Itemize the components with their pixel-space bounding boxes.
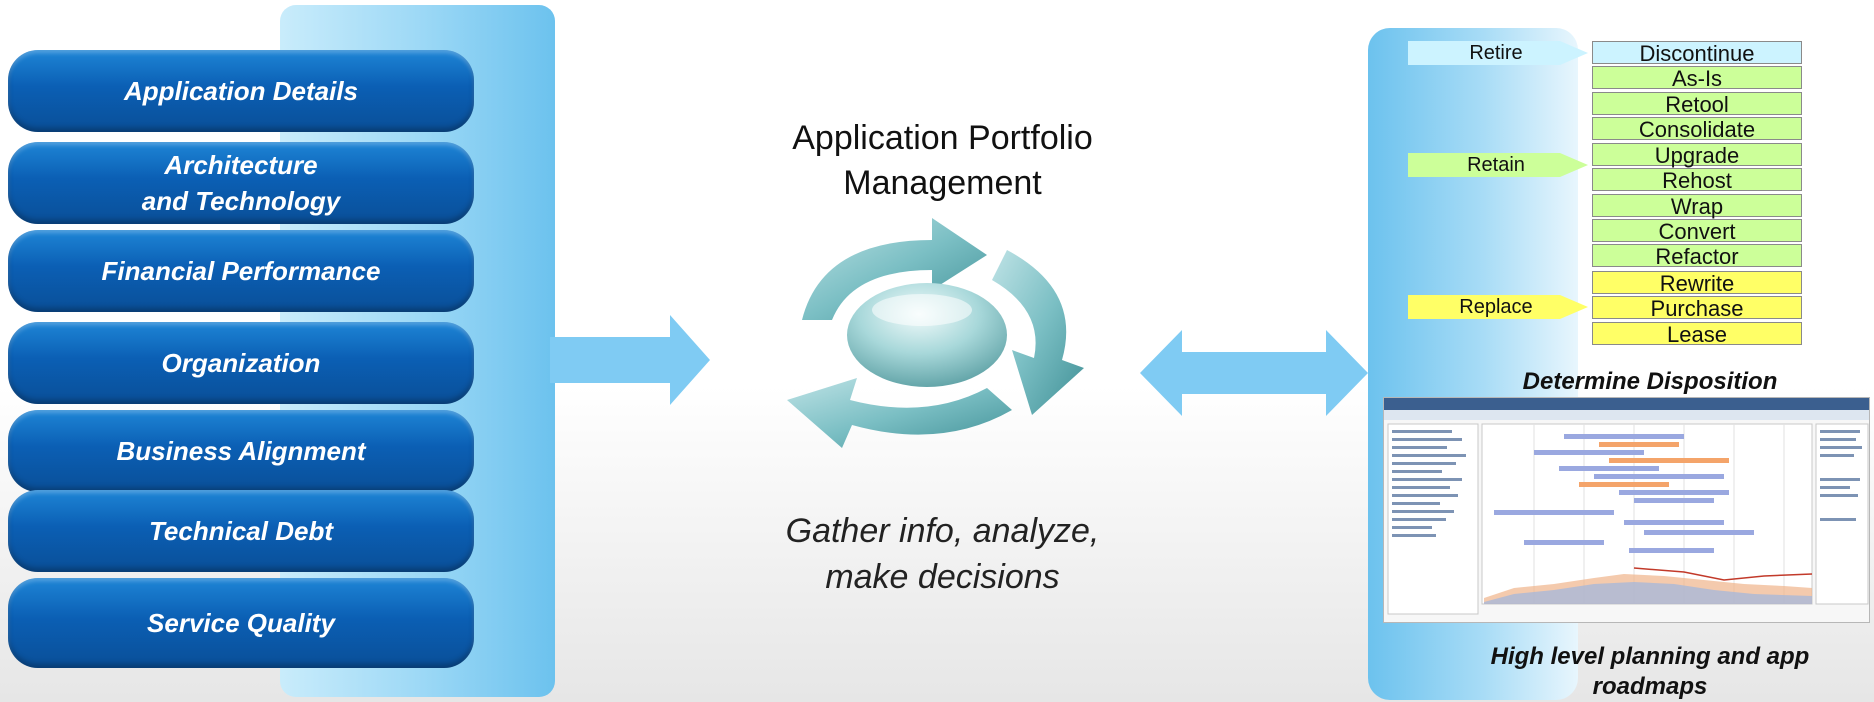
- option-purchase: Purchase: [1592, 296, 1802, 320]
- pill-technical-debt: Technical Debt: [8, 490, 474, 572]
- center-caption: Gather info, analyze, make decisions: [720, 508, 1165, 600]
- pill-label: Application Details: [123, 76, 359, 106]
- option-wrap: Wrap: [1592, 194, 1802, 218]
- roadmap-thumbnail-graphic: [1384, 398, 1869, 615]
- caption-line2: make decisions: [825, 558, 1060, 596]
- center-title-line2: Management: [843, 164, 1042, 202]
- pill-business-alignment: Business Alignment: [8, 410, 474, 492]
- option-discontinue: Discontinue: [1592, 41, 1802, 65]
- option-as-is: As-Is: [1592, 66, 1802, 90]
- cycle-icon: [787, 218, 1084, 448]
- pill-organization: Organization: [8, 322, 474, 404]
- pill-service-quality: Service Quality: [8, 578, 474, 668]
- pill-label: Service Quality: [147, 608, 335, 638]
- disposition-label: Determine Disposition: [1522, 368, 1778, 395]
- double-arrow-icon: [1140, 330, 1368, 416]
- pill-architecture-technology: Architecture and Technology: [8, 142, 474, 224]
- pill-application-details: Application Details: [8, 50, 474, 132]
- replace-arrow-icon: [1408, 295, 1588, 319]
- retain-arrow-icon: [1408, 153, 1588, 177]
- pill-label: Business Alignment: [116, 436, 366, 466]
- pill-label-line1: Architecture: [164, 150, 318, 180]
- option-upgrade: Upgrade: [1592, 143, 1802, 167]
- roadmap-label-line2: roadmaps: [1592, 673, 1708, 700]
- category-retire: Retire: [1469, 42, 1523, 64]
- retire-arrow-icon: [1408, 41, 1588, 65]
- option-rewrite: Rewrite: [1592, 271, 1802, 295]
- caption-line1: Gather info, analyze,: [785, 512, 1100, 550]
- option-rehost: Rehost: [1592, 168, 1802, 192]
- pill-label-line2: and Technology: [141, 186, 341, 216]
- category-replace: Replace: [1459, 296, 1533, 318]
- option-convert: Convert: [1592, 219, 1802, 243]
- pill-financial-performance: Financial Performance: [8, 230, 474, 312]
- option-retool: Retool: [1592, 92, 1802, 116]
- pill-label: Organization: [161, 348, 321, 378]
- center-title-line1: Application Portfolio: [792, 119, 1093, 157]
- roadmap-screenshot: [1383, 397, 1870, 623]
- roadmap-label: High level planning and app roadmaps: [1450, 642, 1850, 702]
- option-consolidate: Consolidate: [1592, 117, 1802, 141]
- pill-label: Financial Performance: [101, 256, 381, 286]
- center-title: Application Portfolio Management: [720, 116, 1165, 206]
- right-arrow-icon: [550, 315, 710, 405]
- roadmap-label-line1: High level planning and app: [1490, 643, 1810, 670]
- option-refactor: Refactor: [1592, 244, 1802, 268]
- pill-label: Technical Debt: [149, 516, 333, 546]
- option-lease: Lease: [1592, 322, 1802, 346]
- category-retain: Retain: [1467, 154, 1525, 176]
